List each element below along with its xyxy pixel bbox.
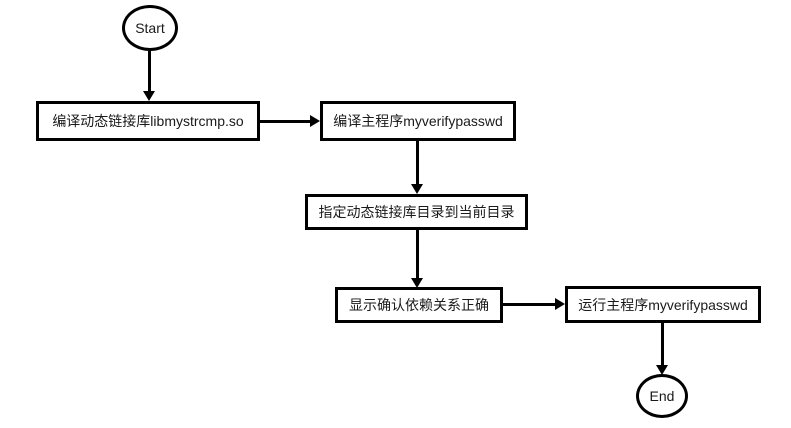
edge-step3-to-step4 [416, 230, 419, 280]
node-end-label: End [649, 388, 675, 404]
node-step1-label: 编译动态链接库libmystrcmp.so [52, 113, 244, 129]
node-step5-label: 运行主程序myverifypasswd [578, 296, 748, 313]
arrowhead-start-to-step1 [143, 91, 155, 101]
edge-step2-to-step3 [416, 141, 419, 186]
node-step3-label: 指定动态链接库目录到当前目录 [318, 204, 515, 220]
arrowhead-step2-to-step3 [411, 184, 423, 194]
edge-start-to-step1 [148, 51, 151, 93]
node-start-label: Start [135, 20, 165, 36]
node-end[interactable]: End [636, 374, 688, 418]
arrowhead-step4-to-step5 [555, 298, 565, 310]
node-start[interactable]: Start [122, 5, 178, 51]
arrowhead-step1-to-step2 [310, 115, 320, 127]
node-step4[interactable]: 显示确认依赖关系正确 [335, 287, 503, 323]
node-step2-label: 编译主程序myverifypasswd [333, 113, 503, 129]
node-step3[interactable]: 指定动态链接库目录到当前目录 [305, 194, 528, 230]
node-step2[interactable]: 编译主程序myverifypasswd [320, 101, 516, 141]
node-step1[interactable]: 编译动态链接库libmystrcmp.so [36, 101, 260, 141]
node-step4-label: 显示确认依赖关系正确 [349, 297, 489, 313]
node-step5[interactable]: 运行主程序myverifypasswd [565, 286, 761, 323]
arrowhead-step5-to-end [656, 365, 668, 375]
arrowhead-step3-to-step4 [411, 278, 423, 288]
edge-step5-to-end [661, 323, 664, 368]
edge-step4-to-step5 [503, 303, 556, 306]
edge-step1-to-step2 [260, 120, 312, 123]
